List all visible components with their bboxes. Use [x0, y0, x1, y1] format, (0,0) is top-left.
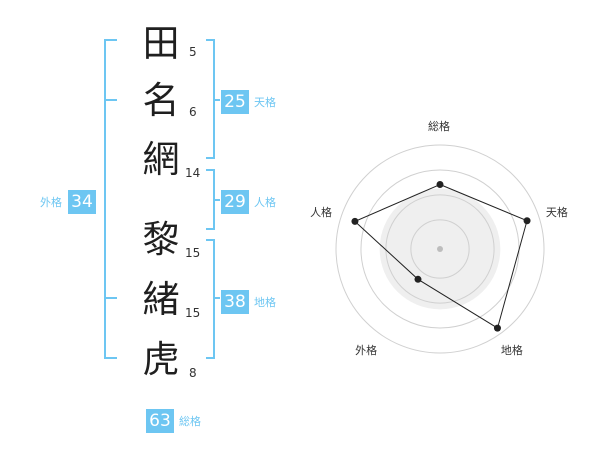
radar-score-polygon	[353, 183, 528, 329]
radar-point-1	[436, 181, 444, 189]
chikaku-badge: 38 地格	[221, 290, 276, 314]
gaikaku-label: 外格	[40, 196, 62, 209]
soukaku-value: 63	[146, 409, 174, 433]
radar-point-5	[351, 217, 359, 225]
radar-center-dot	[437, 246, 443, 252]
radar-ring-4	[410, 219, 470, 279]
radar-points	[351, 181, 531, 332]
radar-ring-3	[385, 194, 495, 304]
stroke-count-4: 15	[185, 246, 201, 260]
radar-rings	[335, 144, 545, 354]
jinkaku-bracket	[206, 169, 220, 230]
soukaku-label: 総格	[179, 415, 201, 428]
chikaku-value: 38	[221, 290, 249, 314]
jinkaku-value: 29	[221, 190, 249, 214]
gaikaku-bracket	[104, 39, 117, 359]
tenkaku-badge: 25 天格	[221, 90, 276, 114]
radar-ring-1	[335, 144, 545, 354]
radar-label-jinkaku: 人格	[310, 205, 333, 219]
jinkaku-label: 人格	[254, 196, 276, 209]
name-char-1: 田	[142, 22, 180, 65]
name-char-6: 虎	[142, 338, 180, 381]
stroke-count-6: 8	[189, 366, 197, 380]
radar-label-gaikaku: 外格	[355, 344, 378, 358]
gaikaku-value: 34	[68, 190, 96, 214]
radar-point-4	[414, 275, 422, 283]
radar-polygon-group	[353, 183, 528, 329]
stroke-count-2: 6	[189, 105, 197, 119]
name-char-5: 緒	[142, 278, 180, 321]
name-char-2: 名	[142, 79, 180, 122]
tenkaku-label: 天格	[254, 96, 276, 109]
chikaku-bracket	[206, 239, 220, 359]
stroke-count-5: 15	[185, 306, 201, 320]
soukaku-badge: 63 総格	[146, 409, 201, 433]
chikaku-label: 地格	[254, 296, 276, 309]
radar-point-3	[493, 324, 501, 332]
radar-label-chikaku: 地格	[500, 344, 523, 358]
radar-label-tenkaku: 天格	[545, 205, 568, 219]
jinkaku-badge: 29 人格	[221, 190, 276, 214]
radar-label-soukaku: 総格	[428, 120, 450, 133]
radar-point-2	[523, 217, 531, 225]
stroke-count-1: 5	[189, 45, 197, 59]
name-char-4: 黎	[142, 218, 180, 261]
tenkaku-value: 25	[221, 90, 249, 114]
stroke-count-3: 14	[185, 166, 201, 180]
gaikaku-badge: 外格 34	[40, 190, 96, 214]
tenkaku-bracket	[206, 39, 220, 159]
name-char-3: 網	[142, 138, 180, 181]
